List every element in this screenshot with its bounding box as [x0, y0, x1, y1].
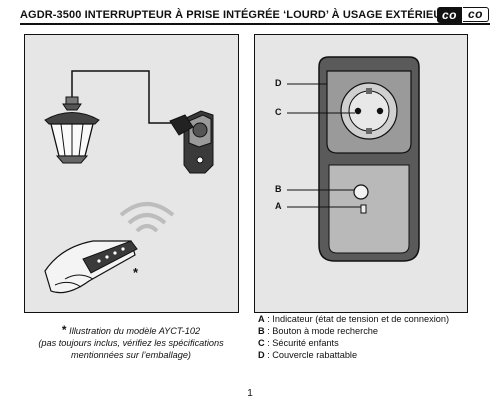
usage-illustration-panel: * — [24, 34, 239, 313]
power-cable — [71, 70, 171, 124]
legend-item-c: C : Sécurité enfants — [258, 338, 339, 348]
legend-item-d: D : Couvercle rabattable — [258, 350, 358, 360]
socket-front — [328, 164, 410, 254]
legend-item-a: A : Indicateur (état de tension et de co… — [258, 314, 450, 324]
logo-right-part: co — [462, 7, 489, 22]
header-rule — [20, 23, 490, 25]
usage-illustration — [44, 70, 214, 294]
outdoor-socket-icon — [169, 110, 214, 174]
socket-detail-panel: D C B A — [254, 34, 468, 313]
page-header: AGDR-3500 INTERRUPTEUR À PRISE INTÉGRÉE … — [10, 7, 494, 27]
label-a: A — [275, 201, 282, 211]
legend-item-b: B : Bouton à mode recherche — [258, 326, 379, 336]
label-b: B — [275, 184, 282, 194]
label-d: D — [275, 78, 282, 88]
caption-asterisk: * — [61, 323, 67, 337]
caption-line-3: mentionnées sur l’emballage) — [70, 350, 191, 360]
signal-waves-icon — [119, 202, 175, 233]
parts-legend: A : Indicateur (état de tension et de co… — [258, 313, 449, 361]
hand-remote-icon — [44, 240, 138, 294]
search-mode-button — [353, 184, 369, 200]
remote-caption: * Illustration du modèle AYCT-102 (pas t… — [25, 324, 237, 361]
logo-left-part: co — [436, 7, 462, 23]
indicator-led — [360, 204, 367, 214]
outlet-pin-hole — [354, 107, 362, 115]
label-c: C — [275, 107, 282, 117]
outlet-pin-hole — [376, 107, 384, 115]
page-title: AGDR-3500 INTERRUPTEUR À PRISE INTÉGRÉE … — [20, 9, 450, 21]
caption-line-2: (pas toujours inclus, vérifiez les spéci… — [38, 338, 224, 348]
coco-logo: co co — [436, 7, 489, 23]
page-number: 1 — [247, 388, 253, 399]
remote-asterisk: * — [133, 265, 139, 280]
lantern-icon — [44, 96, 100, 164]
caption-line-1: Illustration du modèle AYCT-102 — [69, 326, 201, 336]
socket-detail — [287, 56, 420, 262]
